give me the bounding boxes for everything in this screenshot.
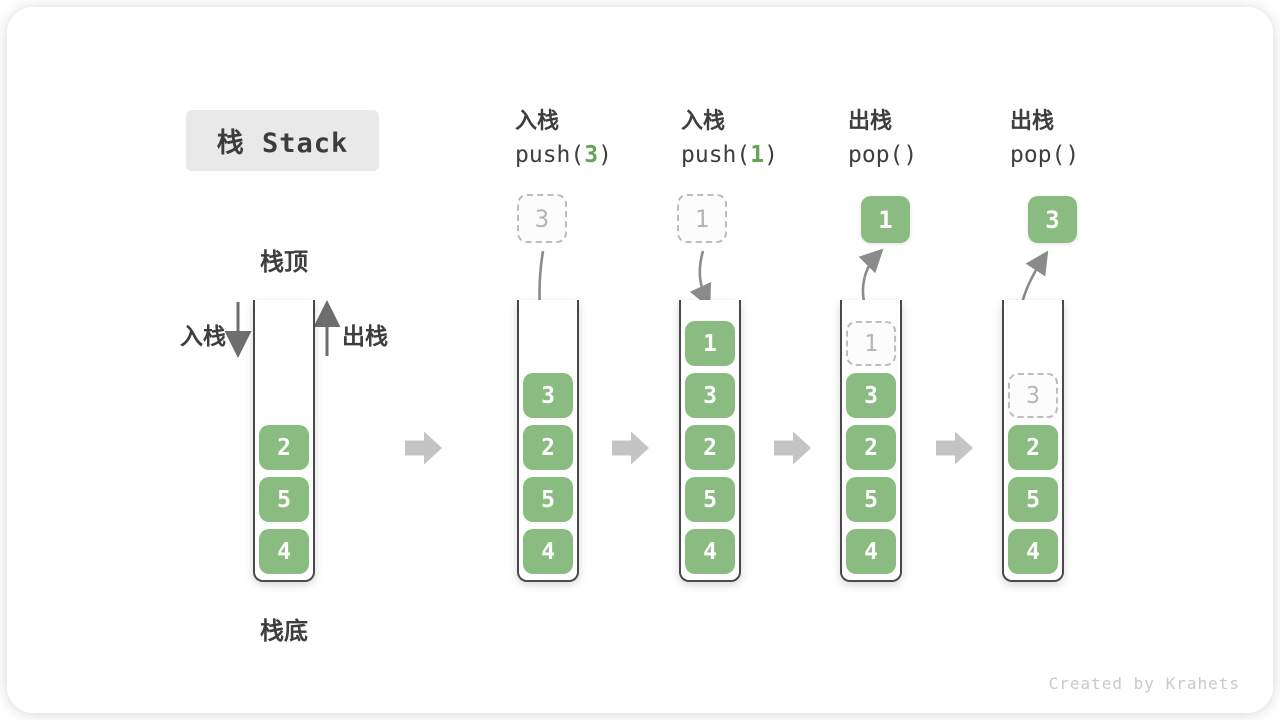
stack-container-push-3: 3 2 5 4: [517, 300, 579, 582]
op-code: pop(): [1010, 142, 1079, 168]
stack-block: 3: [685, 373, 735, 418]
stack-container-pop-first: 1 3 2 5 4: [840, 300, 902, 582]
pop-side-label: 出栈: [342, 323, 388, 349]
stack-block: 2: [523, 425, 573, 470]
stack-block: 2: [1008, 425, 1058, 470]
incoming-element-3: 3: [517, 194, 567, 243]
header-push-1: 入栈 push(1): [681, 103, 778, 168]
code-fn: push(: [515, 142, 585, 168]
stack-slot-ghost: 1: [846, 321, 896, 366]
stack-container-push-1: 1 3 2 5 4: [679, 300, 741, 582]
stack-top-label: 栈顶: [260, 249, 308, 276]
code-arg: 3: [584, 142, 599, 168]
watermark: Created by Krahets: [1048, 674, 1240, 693]
push-side-label: 入栈: [180, 323, 226, 349]
code-fn: push(: [681, 142, 751, 168]
op-code: pop(): [848, 142, 917, 168]
stack-block: 5: [1008, 477, 1058, 522]
code-fn: pop(: [848, 142, 904, 168]
stack-block: 5: [685, 477, 735, 522]
op-label: 出栈: [848, 108, 893, 133]
code-close: ): [764, 142, 778, 168]
popped-element-3: 3: [1028, 196, 1077, 243]
stack-block: 4: [259, 529, 309, 574]
stack-block: 5: [523, 477, 573, 522]
stack-block: 4: [685, 529, 735, 574]
stack-block: 3: [523, 373, 573, 418]
stack-block: 4: [1008, 529, 1058, 574]
code-close: ): [598, 142, 612, 168]
stack-container-pop-second: 3 2 5 4: [1002, 300, 1064, 582]
stack-block: 4: [523, 529, 573, 574]
stack-block: 3: [846, 373, 896, 418]
code-close: ): [1065, 142, 1080, 168]
code-close: ): [903, 142, 918, 168]
op-label: 出栈: [1010, 108, 1055, 133]
op-code: push(3): [515, 142, 612, 168]
stack-container-initial: 2 5 4: [253, 300, 315, 582]
stack-bottom-label: 栈底: [260, 618, 308, 645]
header-pop-first: 出栈 pop(): [848, 103, 917, 168]
op-code: push(1): [681, 142, 778, 168]
op-label: 入栈: [681, 108, 726, 133]
stack-block: 2: [685, 425, 735, 470]
popped-element-1: 1: [861, 196, 910, 243]
stack-block: 4: [846, 529, 896, 574]
diagram-title-text: 栈 Stack: [216, 128, 349, 159]
incoming-element-1: 1: [677, 194, 727, 243]
stack-block: 2: [259, 425, 309, 470]
stack-block: 2: [846, 425, 896, 470]
op-label: 入栈: [515, 108, 560, 133]
header-push-3: 入栈 push(3): [515, 103, 612, 168]
stack-block: 1: [685, 321, 735, 366]
stack-slot-ghost: 3: [1008, 373, 1058, 418]
stack-block: 5: [846, 477, 896, 522]
header-pop-second: 出栈 pop(): [1010, 103, 1079, 168]
diagram-title: 栈 Stack: [186, 110, 379, 171]
code-arg: 1: [750, 142, 765, 168]
stack-block: 5: [259, 477, 309, 522]
code-fn: pop(: [1010, 142, 1066, 168]
